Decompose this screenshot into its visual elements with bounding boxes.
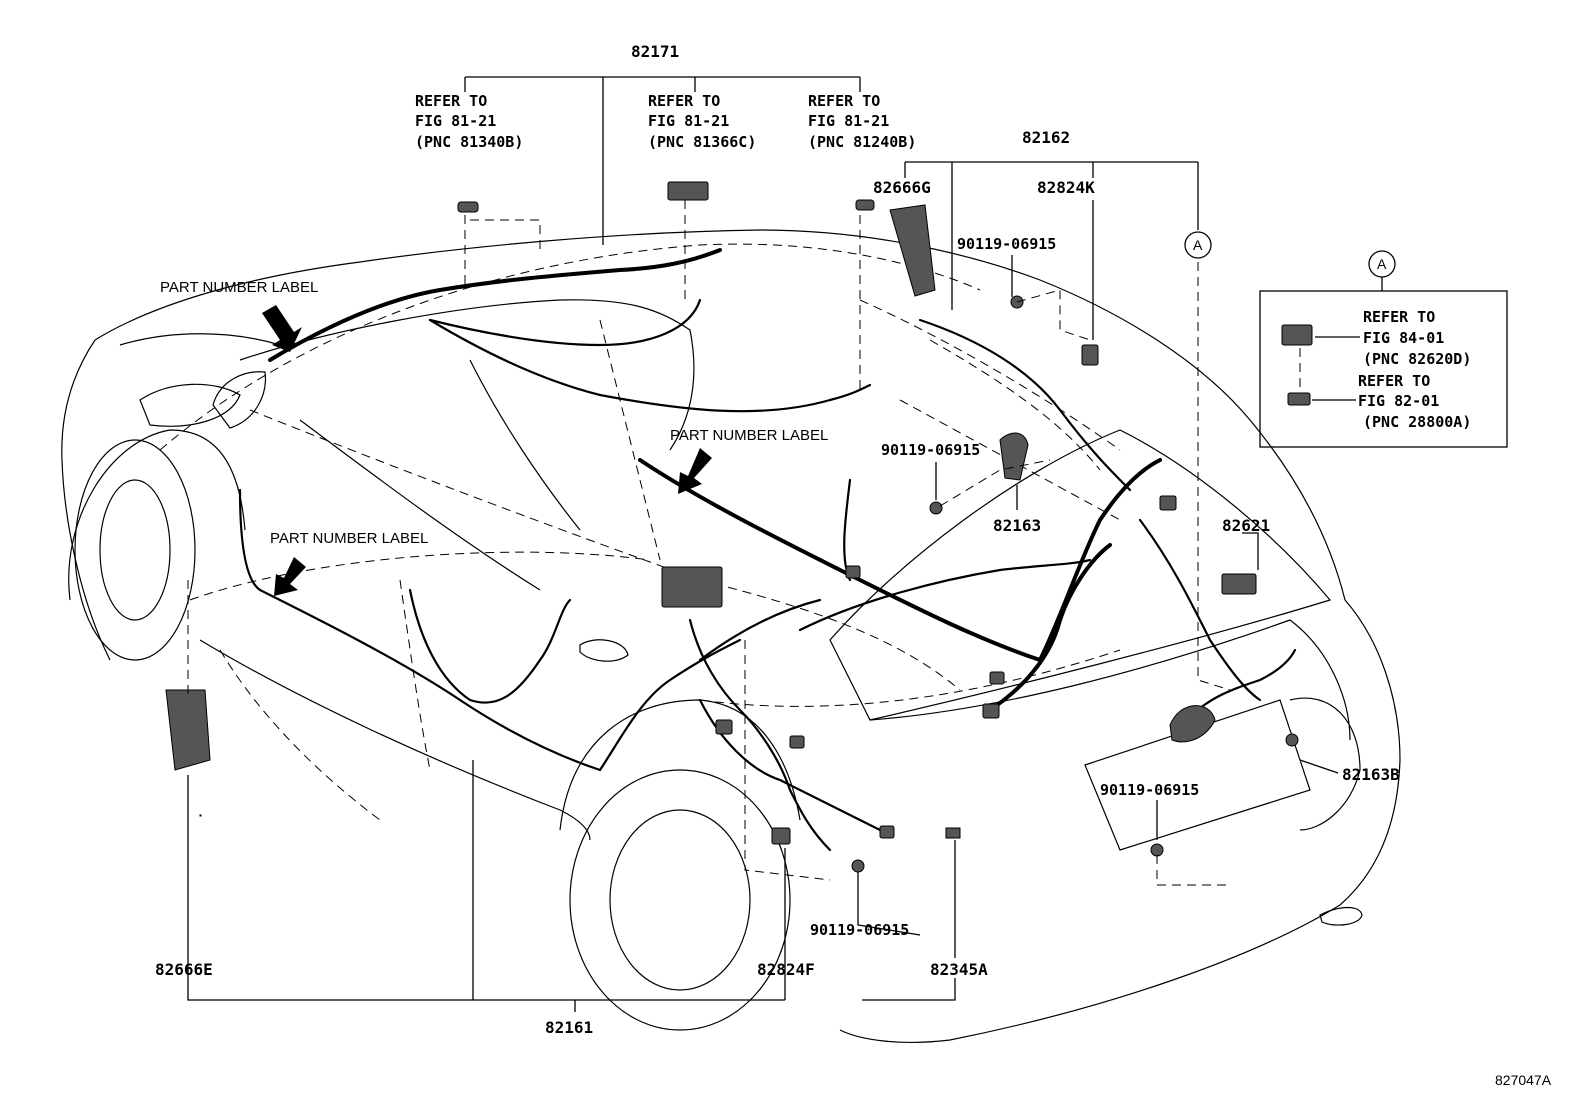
label-82171: 82171 [631,42,679,61]
label-82666G: 82666G [873,178,931,197]
part-number-label-caption-1: PART NUMBER LABEL [160,279,318,296]
ref-left-line1: REFER TO [415,92,487,110]
label-82162: 82162 [1022,128,1070,147]
part-number-label-caption-3: PART NUMBER LABEL [270,530,428,547]
car-body-outline [61,229,1401,1043]
part-number-label-captions: PART NUMBER LABEL PART NUMBER LABEL PART… [160,279,828,547]
ref-right-line3: (PNC 81240B) [808,133,916,151]
ref-mid-line1: REFER TO [648,92,720,110]
callout-a-main: A [1184,231,1212,259]
ref-left-line3: (PNC 81340B) [415,133,523,151]
interior-hidden-lines [159,219,1121,821]
reference-notes: REFER TO FIG 81-21 (PNC 81340B) REFER TO… [415,92,1471,431]
label-82824F: 82824F [757,960,815,979]
label-90119-3: 90119-06915 [1100,781,1199,799]
label-82666E: 82666E [155,960,213,979]
part-number-label-arrows [262,305,712,596]
ref-mid-line3: (PNC 81366C) [648,133,756,151]
connector-parts [165,181,1299,873]
label-82345A: 82345A [930,960,988,979]
label-82621: 82621 [1222,516,1270,535]
label-90119-4: 90119-06915 [810,921,909,939]
ref-mid-line2: FIG 81-21 [648,112,729,130]
ref-right-line1: REFER TO [808,92,880,110]
ref-inset2-line2: FIG 82-01 [1358,392,1439,410]
inset-box: A [1259,250,1508,448]
figure-code: 827047A [1495,1072,1552,1088]
arrow-icon-2 [678,448,712,494]
label-82824K: 82824K [1037,178,1095,197]
label-90119-2: 90119-06915 [881,441,980,459]
label-90119-1: 90119-06915 [957,235,1056,253]
leader-lines [187,76,1339,1012]
ref-inset2-line3: (PNC 28800A) [1363,413,1471,431]
callout-letter: A [1193,237,1203,253]
ref-inset1-line3: (PNC 82620D) [1363,350,1471,368]
ref-inset2-line1: REFER TO [1358,372,1430,390]
ref-right-line2: FIG 81-21 [808,112,889,130]
arrow-icon-1 [262,305,302,352]
label-82163B: 82163B [1342,765,1400,784]
ref-inset1-line2: FIG 84-01 [1363,329,1444,347]
wire-harness-routes [238,248,1297,852]
arrow-icon-3 [274,557,306,596]
inset-letter: A [1377,256,1387,272]
ref-left-line2: FIG 81-21 [415,112,496,130]
part-number-labels: 82171 82162 82666G 82824K 90119-06915 90… [155,42,1400,1037]
label-82161: 82161 [545,1018,593,1037]
label-82163: 82163 [993,516,1041,535]
part-number-label-caption-2: PART NUMBER LABEL [670,427,828,444]
ref-inset1-line1: REFER TO [1363,308,1435,326]
